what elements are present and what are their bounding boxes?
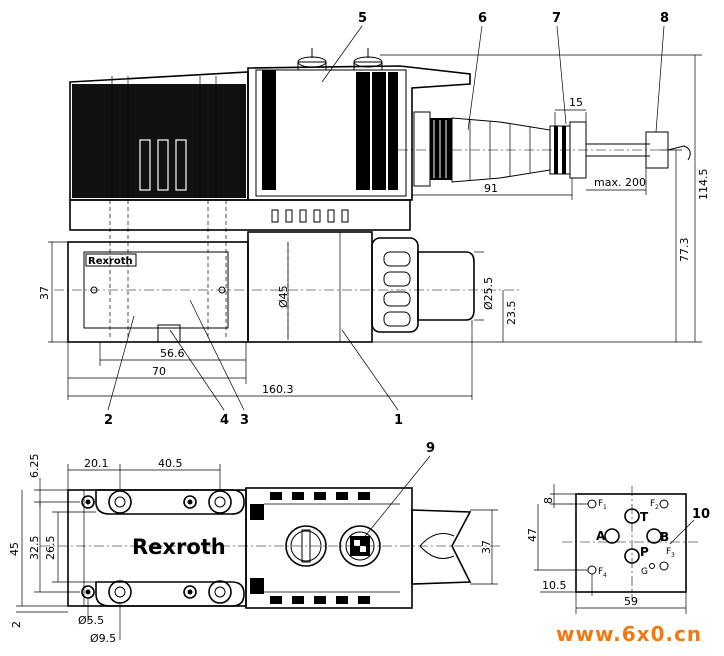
dim-8: 8 (542, 497, 555, 504)
svg-text:1: 1 (603, 504, 607, 511)
top-view: Rexroth (8, 441, 500, 645)
dim-phi45: Ø45 (277, 285, 290, 308)
svg-text:G: G (641, 567, 648, 577)
dim-40-5: 40.5 (158, 457, 183, 470)
svg-text:F: F (666, 547, 671, 557)
top-screw-left (297, 48, 327, 71)
watermark: www.6x0.cn (556, 622, 702, 646)
dim-10-5: 10.5 (542, 579, 567, 592)
svg-text:B: B (660, 530, 669, 544)
dim-77-3: 77.3 (678, 238, 691, 263)
dim-37-top: 37 (480, 540, 493, 554)
dim-91: 91 (484, 182, 498, 195)
heat-sink-fins (139, 139, 187, 191)
port-B (646, 528, 662, 544)
svg-text:3: 3 (671, 552, 675, 559)
svg-text:A: A (596, 529, 606, 543)
dim-phi9-5: Ø9.5 (90, 632, 116, 645)
callout-1: 1 (394, 413, 403, 428)
dim-15: 15 (569, 96, 583, 109)
cable-connector (413, 111, 691, 187)
svg-text:P: P (640, 545, 649, 559)
dim-56-6: 56.6 (160, 347, 185, 360)
callout-7: 7 (552, 11, 561, 26)
svg-text:F: F (598, 499, 603, 509)
port-P (624, 548, 640, 564)
base-plate (69, 199, 411, 231)
top-slots (270, 492, 370, 604)
dim-59: 59 (624, 595, 638, 608)
coil-top-outline (245, 487, 413, 609)
dim-37-side: 37 (38, 286, 51, 300)
dim-70: 70 (152, 365, 166, 378)
port-pattern-view: A T B P G F 1 F 2 F 3 F 4 8 47 10.5 59 1… (526, 484, 710, 614)
svg-text:2: 2 (655, 504, 659, 511)
svg-text:4: 4 (603, 572, 607, 579)
brand-label-large: Rexroth (132, 535, 226, 559)
top-screw-right (353, 48, 383, 71)
dim-23-5: 23.5 (505, 301, 518, 326)
brand-label-small: Rexroth (88, 256, 133, 267)
dim-6-25: 6.25 (28, 454, 41, 479)
port-A (604, 528, 620, 544)
callout-3: 3 (240, 413, 249, 428)
dim-45: 45 (8, 542, 21, 556)
svg-text:F: F (650, 499, 655, 509)
vent-slots (271, 209, 349, 223)
solenoid-plug (417, 251, 475, 321)
coil-screw (285, 525, 327, 567)
svg-text:F: F (598, 567, 603, 577)
port-G (649, 563, 655, 569)
dim-26-5: 26.5 (44, 536, 57, 561)
dim-max200: max. 200 (594, 176, 646, 189)
dim-2: 2 (10, 621, 23, 628)
callout-10: 10 (692, 507, 710, 522)
housing-dark-face (72, 84, 246, 198)
callout-6: 6 (478, 11, 487, 26)
port-pattern-outline (575, 493, 687, 593)
dim-160-3: 160.3 (262, 383, 294, 396)
callout-5: 5 (358, 11, 367, 26)
port-T (624, 508, 640, 524)
dim-20-1: 20.1 (84, 457, 109, 470)
rexroth-plate (83, 251, 229, 329)
callout-4: 4 (220, 413, 229, 428)
callout-2: 2 (104, 413, 113, 428)
svg-text:T: T (640, 510, 649, 524)
dim-32-5: 32.5 (28, 536, 41, 561)
dim-phi5-5: Ø5.5 (78, 614, 104, 627)
side-view: Rexroth (38, 11, 710, 428)
solenoid-nose (411, 509, 472, 585)
knurled-nut (371, 237, 419, 333)
dim-114-5: 114.5 (697, 169, 710, 201)
callout-8: 8 (660, 11, 669, 26)
solenoid-coil (247, 231, 373, 343)
dim-phi25-5: Ø25.5 (482, 277, 495, 310)
callout-9: 9 (426, 441, 435, 456)
dim-47: 47 (526, 528, 539, 542)
